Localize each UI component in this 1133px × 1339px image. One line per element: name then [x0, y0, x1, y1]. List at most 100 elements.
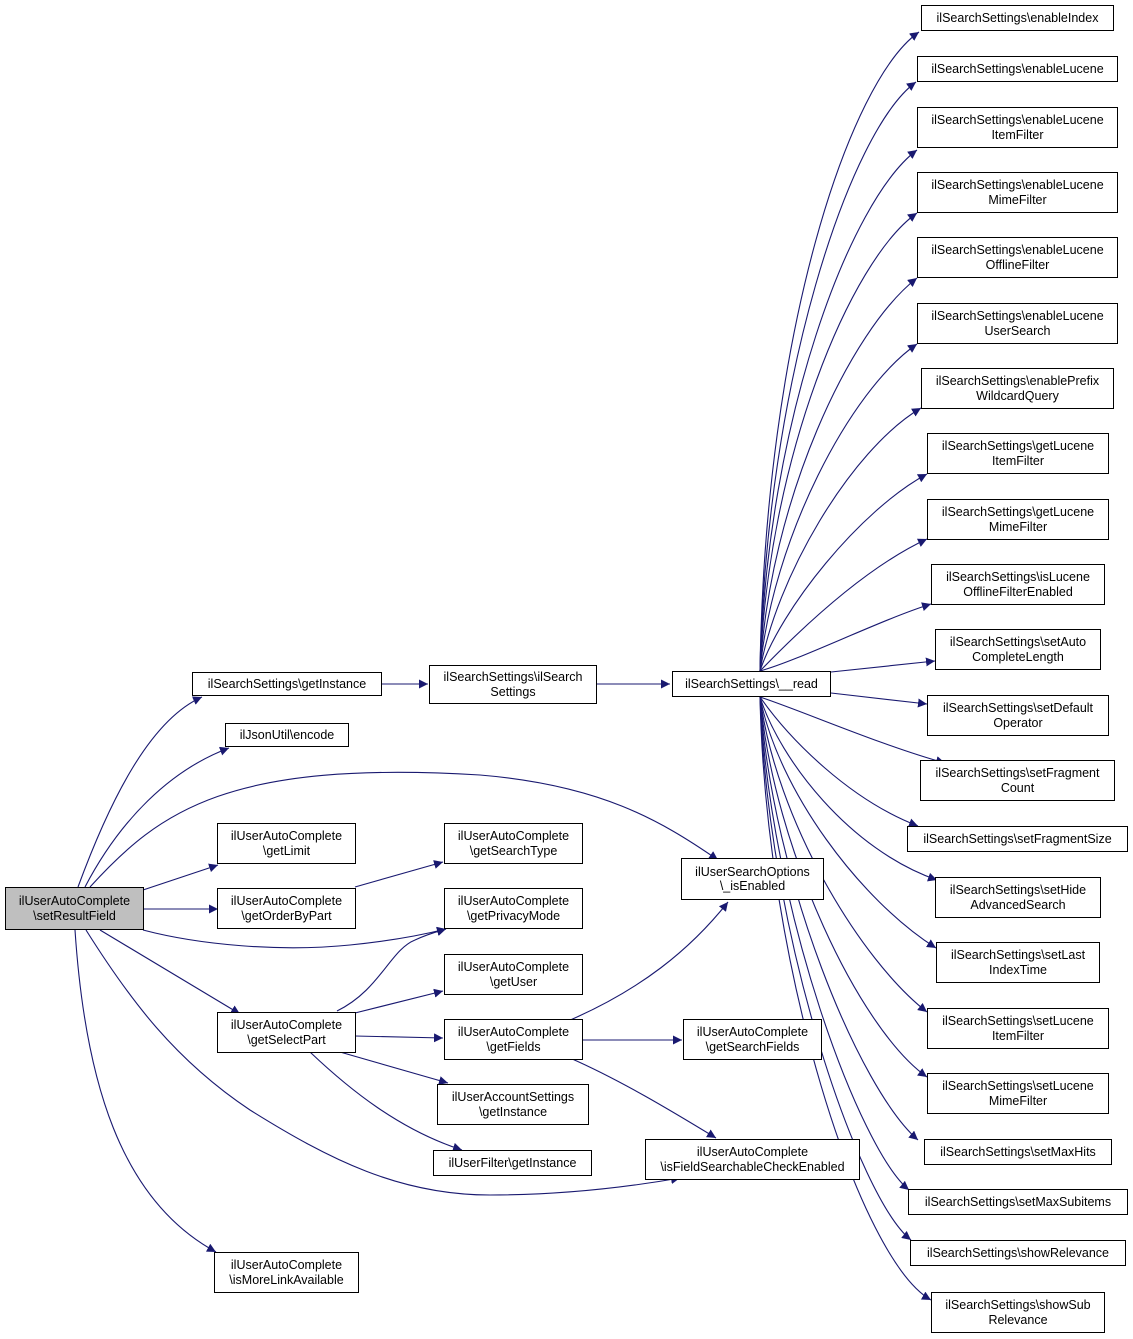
edge-read-to-target [759, 696, 919, 1141]
node-label: Count [1000, 780, 1035, 795]
node-label: \getSearchFields [705, 1039, 800, 1054]
edge-read-to-target [830, 657, 936, 673]
node-showrelevance[interactable]: ilSearchSettings\showRelevance [910, 1240, 1126, 1266]
node-showsub-relevance[interactable]: ilSearchSettings\showSub Relevance [931, 1292, 1105, 1333]
node-setfragmentsize[interactable]: ilSearchSettings\setFragmentSize [907, 826, 1128, 852]
node-label: ilSearchSettings\setFragmentSize [923, 831, 1112, 846]
node-getprivacymode[interactable]: ilUserAutoComplete \getPrivacyMode [444, 888, 583, 929]
edge-read-to-target [759, 538, 928, 672]
node-ss-read[interactable]: ilSearchSettings\__read [672, 671, 831, 697]
edge-read-to-target [759, 407, 922, 672]
node-label: ilSearchSettings\getLucene [941, 505, 1095, 519]
node-usersearchoptions-isenabled[interactable]: ilUserSearchOptions \_isEnabled [681, 858, 824, 900]
edge-root-to-getselectpart [99, 929, 241, 1015]
node-getlucene-itemfilter[interactable]: ilSearchSettings\getLucene ItemFilter [927, 433, 1109, 474]
edge-root-to-ss-getinstance [77, 696, 203, 888]
node-label: WildcardQuery [976, 388, 1059, 403]
node-label: ilUserAutoComplete [457, 1025, 570, 1039]
node-label: \getInstance [478, 1104, 548, 1119]
edge-read-to-target [759, 696, 938, 882]
node-label: \getSearchType [469, 843, 558, 858]
node-ismorelinkavailable[interactable]: ilUserAutoComplete \isMoreLinkAvailable [214, 1252, 359, 1293]
node-label: ilSearchSettings\enablePrefix [935, 374, 1100, 388]
edge-read-to-target [759, 31, 920, 672]
node-setmaxsubitems[interactable]: ilSearchSettings\setMaxSubitems [908, 1189, 1128, 1215]
node-label: ItemFilter [991, 453, 1045, 468]
node-label: Relevance [988, 1312, 1048, 1327]
node-label: \getLimit [262, 843, 311, 858]
node-label: ilUserAutoComplete [696, 1025, 809, 1039]
edge-read-to-target [759, 696, 928, 1078]
node-getlimit[interactable]: ilUserAutoComplete \getLimit [217, 823, 356, 864]
node-label: ilUserAutoComplete [18, 894, 131, 908]
node-setdefault-operator[interactable]: ilSearchSettings\setDefault Operator [927, 695, 1109, 736]
node-getorderbypart[interactable]: ilUserAutoComplete \getOrderByPart [217, 888, 356, 929]
node-enablelucene-mimefilter[interactable]: ilSearchSettings\enableLucene MimeFilter [917, 172, 1118, 213]
node-label: \isMoreLinkAvailable [229, 1272, 344, 1287]
edge-read-to-target [759, 696, 910, 1191]
node-islucene-offlinefilterenabled[interactable]: ilSearchSettings\isLucene OfflineFilterE… [931, 564, 1105, 605]
node-getlucene-mimefilter[interactable]: ilSearchSettings\getLucene MimeFilter [927, 499, 1109, 540]
node-enableindex[interactable]: ilSearchSettings\enableIndex [921, 5, 1114, 31]
node-setlucene-mimefilter[interactable]: ilSearchSettings\setLucene MimeFilter [927, 1073, 1109, 1114]
edge-read-to-target [759, 696, 928, 1013]
node-label: \getPrivacyMode [466, 908, 561, 923]
edge-read-to-target [759, 696, 937, 949]
node-getuser[interactable]: ilUserAutoComplete \getUser [444, 954, 583, 995]
node-label: ilSearchSettings\setDefault [942, 701, 1094, 715]
node-label: ilSearchSettings\showRelevance [926, 1245, 1110, 1260]
node-label: \getSelectPart [247, 1032, 326, 1047]
node-getsearchfields[interactable]: ilUserAutoComplete \getSearchFields [683, 1019, 822, 1060]
edge-selectpart-to-userfilter [309, 1051, 463, 1152]
node-enablelucene[interactable]: ilSearchSettings\enableLucene [917, 56, 1118, 82]
node-setlast-indextime[interactable]: ilSearchSettings\setLast IndexTime [936, 942, 1100, 983]
node-setauto-completelength[interactable]: ilSearchSettings\setAuto CompleteLength [935, 629, 1101, 670]
node-label: ilJsonUtil\encode [239, 727, 335, 742]
node-label: \getUser [489, 974, 538, 989]
node-label: Settings [490, 684, 536, 699]
node-label: ilSearchSettings\enableLucene [931, 61, 1104, 76]
edge-root-to-isfieldsearchable [85, 929, 681, 1196]
node-sethide-advancedsearch[interactable]: ilSearchSettings\setHide AdvancedSearch [935, 877, 1101, 918]
node-root-setresultfield[interactable]: ilUserAutoComplete \setResultField [5, 887, 144, 930]
node-label: ilSearchSettings\enableLucene [931, 113, 1104, 127]
node-label: OfflineFilter [985, 257, 1050, 272]
node-setlucene-itemfilter[interactable]: ilSearchSettings\setLucene ItemFilter [927, 1008, 1109, 1049]
node-enablelucene-itemfilter[interactable]: ilSearchSettings\enableLucene ItemFilter [917, 107, 1118, 148]
edge-root-to-ismorelink [74, 929, 217, 1253]
node-enablelucene-offlinefilter[interactable]: ilSearchSettings\enableLucene OfflineFil… [917, 237, 1118, 278]
node-setfragment-count[interactable]: ilSearchSettings\setFragment Count [920, 760, 1115, 801]
node-label: Operator [993, 715, 1043, 730]
edge-root-to-getlimit [142, 863, 219, 891]
edge-read-to-target [759, 81, 917, 672]
node-enablelucene-usersearch[interactable]: ilSearchSettings\enableLucene UserSearch [917, 303, 1118, 344]
node-json-encode[interactable]: ilJsonUtil\encode [225, 723, 349, 747]
edge-getfields-to-isfieldsearchable [569, 1057, 717, 1139]
node-label: UserSearch [984, 323, 1051, 338]
edge-read-to-target [759, 473, 928, 672]
node-setmaxhits[interactable]: ilSearchSettings\setMaxHits [924, 1139, 1112, 1165]
node-label: ilUserAutoComplete [230, 1018, 343, 1032]
node-getfields[interactable]: ilUserAutoComplete \getFields [444, 1019, 583, 1060]
node-isfieldsearchablecheckenabled[interactable]: ilUserAutoComplete \isFieldSearchableChe… [645, 1139, 860, 1180]
node-ss-constructor[interactable]: ilSearchSettings\ilSearch Settings [429, 665, 597, 704]
node-label: ilSearchSettings\enableIndex [936, 10, 1099, 25]
edge-selectpart-to-accountsettings [339, 1051, 449, 1085]
node-ss-getinstance[interactable]: ilSearchSettings\getInstance [192, 672, 382, 696]
node-enableprefix-wildcardquery[interactable]: ilSearchSettings\enablePrefix WildcardQu… [921, 368, 1114, 409]
node-label: IndexTime [989, 962, 1047, 977]
edge-root-to-getprivacymode [142, 926, 447, 949]
node-getselectpart[interactable]: ilUserAutoComplete \getSelectPart [217, 1012, 356, 1053]
node-label: ItemFilter [991, 1028, 1045, 1043]
edge-read-to-target [759, 149, 918, 672]
edge-getfields-to-searchoptions [567, 901, 729, 1022]
node-userfilter-getinstance[interactable]: ilUserFilter\getInstance [433, 1150, 592, 1176]
node-label: ilSearchSettings\isLucene [946, 570, 1090, 584]
edge-read-to-target [830, 692, 928, 708]
edge-selectpart-to-getfields [354, 1033, 444, 1043]
node-getsearchtype[interactable]: ilUserAutoComplete \getSearchType [444, 823, 583, 864]
edge-read-to-target [759, 696, 919, 827]
node-useraccountsettings-getinstance[interactable]: ilUserAccountSettings \getInstance [437, 1084, 589, 1125]
node-label: ilSearchSettings\getInstance [207, 676, 367, 691]
node-label: ilSearchSettings\enableLucene [931, 309, 1104, 323]
